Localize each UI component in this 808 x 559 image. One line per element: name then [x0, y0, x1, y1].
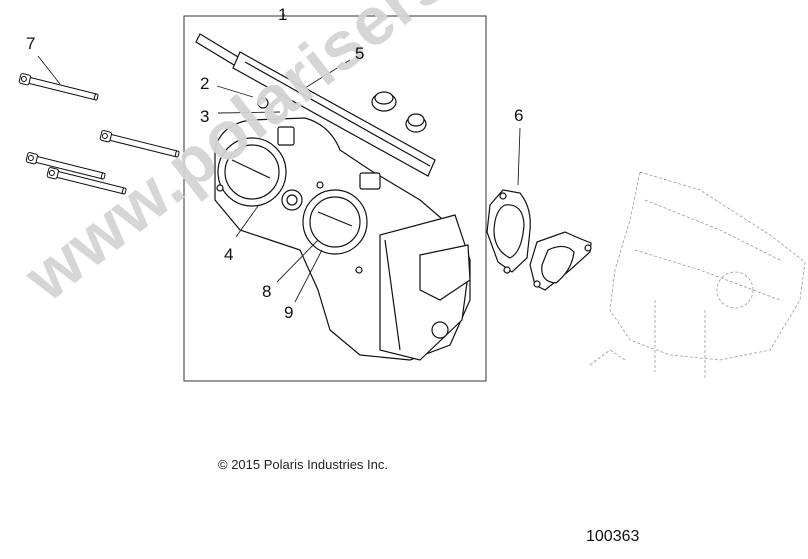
copyright-notice: © 2015 Polaris Industries Inc.: [218, 457, 388, 472]
callout-3: 3: [200, 107, 210, 126]
callout-2: 2: [200, 74, 210, 93]
assembly-box: [183, 15, 487, 382]
callout-9: 9: [284, 303, 294, 322]
throttle-body-icon: [214, 97, 471, 361]
engine-block-icon: [589, 171, 806, 380]
callout-1: 1: [278, 5, 288, 24]
bolt-icon: [18, 73, 180, 195]
gasket-icon: [486, 189, 592, 291]
callout-4: 4: [224, 245, 234, 264]
callout-7: 7: [26, 34, 36, 53]
callout-8: 8: [262, 282, 272, 301]
callout-5: 5: [355, 44, 365, 63]
fuel-rail-icon: [195, 33, 436, 177]
callout-6: 6: [514, 106, 524, 125]
diagram-number: 100363: [586, 528, 640, 545]
leader-lines: [37, 14, 521, 303]
